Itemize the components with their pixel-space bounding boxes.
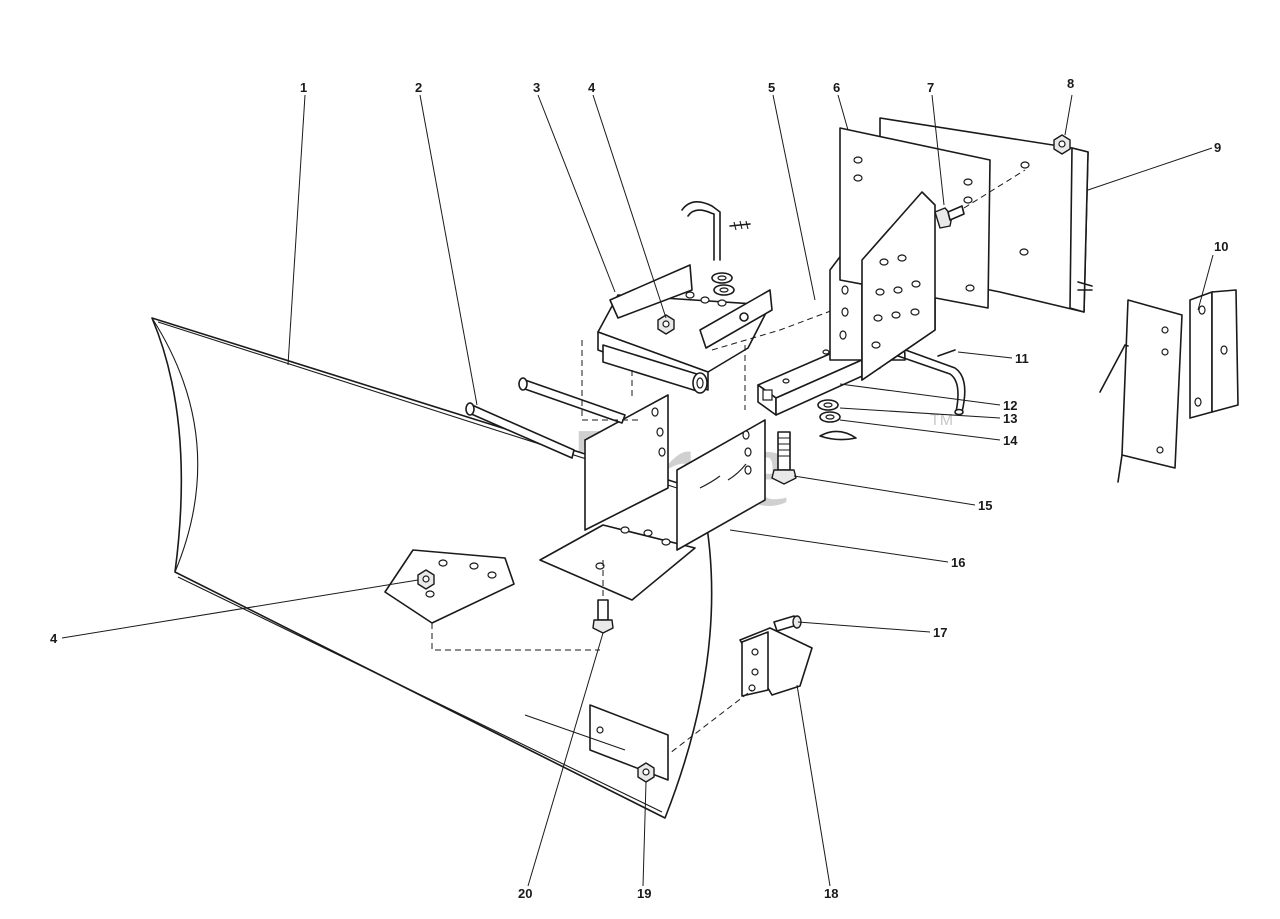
callout-19: 19 — [637, 886, 651, 901]
callout-2: 2 — [415, 80, 422, 95]
callout-20: 20 — [518, 886, 532, 901]
callout-7: 7 — [927, 80, 934, 95]
pivot-pins — [465, 377, 626, 459]
callout-13: 13 — [1003, 411, 1017, 426]
carriage-bolt — [773, 615, 802, 632]
nut-19 — [637, 762, 655, 783]
callout-9: 9 — [1214, 140, 1221, 155]
callout-16: 16 — [951, 555, 965, 570]
side-bracket-10 — [1189, 289, 1239, 419]
quadrant-bracket — [539, 394, 766, 601]
callout-10: 10 — [1214, 239, 1228, 254]
callout-1: 1 — [300, 80, 307, 95]
blade-rear-block — [589, 704, 669, 781]
callout-8: 8 — [1067, 76, 1074, 91]
callout-11: 11 — [1015, 351, 1029, 366]
nut-top — [1053, 134, 1071, 155]
callout-17: 17 — [933, 625, 947, 640]
pivot-bracket — [597, 264, 773, 394]
side-plate — [1099, 299, 1183, 483]
hitch-pin-lower — [897, 347, 966, 416]
washers-lower — [817, 399, 841, 423]
nut-lower — [417, 569, 435, 590]
leader-lines — [61, 94, 1214, 887]
callout-6: 6 — [833, 80, 840, 95]
bolt-20 — [592, 599, 614, 634]
hair-pin-clip — [819, 430, 857, 441]
callout-3: 3 — [533, 80, 540, 95]
washers-top — [711, 272, 735, 296]
callout-5: 5 — [768, 80, 775, 95]
callout-15: 15 — [978, 498, 992, 513]
watermark-trademark: TM — [930, 412, 953, 429]
callout-14: 14 — [1003, 433, 1018, 448]
hitch-pin-top — [681, 201, 751, 261]
callout-4-lower: 4 — [50, 631, 58, 646]
gusset-front — [861, 191, 936, 381]
bolt-short — [934, 205, 965, 229]
callout-labels: 1 2 3 4 5 6 7 8 9 10 11 12 13 14 15 16 1… — [50, 76, 1228, 901]
bolt-long — [771, 431, 797, 485]
callout-4: 4 — [588, 80, 596, 95]
callout-18: 18 — [824, 886, 838, 901]
blade-lower-plate — [384, 549, 515, 624]
skid-shoe — [739, 627, 813, 697]
callout-12: 12 — [1003, 398, 1017, 413]
